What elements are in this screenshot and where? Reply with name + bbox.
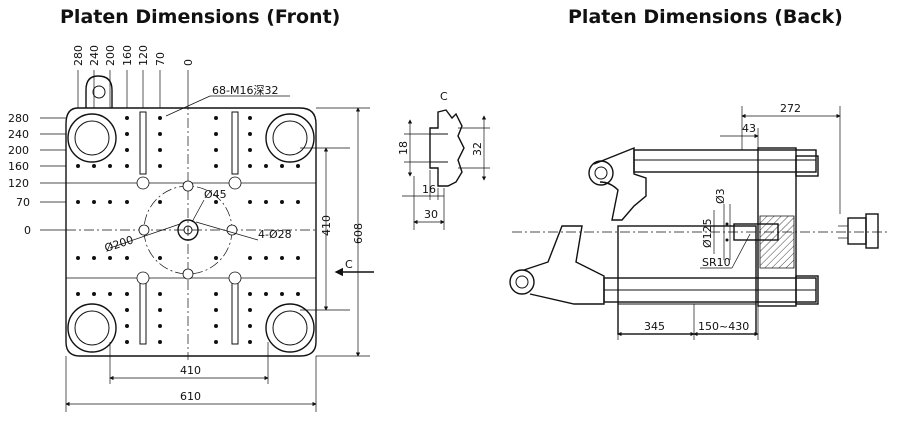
thread-note: 68-M16深32 [212,84,278,97]
front-title: Platen Dimensions (Front) [60,6,341,28]
upper-nut [795,155,819,177]
holes-leader [195,221,259,241]
top-dim-160: 160 [121,45,134,66]
top-dim-240: 240 [88,45,101,66]
thread-note-leader [165,95,211,117]
platen-lug [85,75,113,108]
detail-label-30: 30 [424,208,438,221]
back-label-345: 345 [644,320,665,333]
ejector-knob [847,217,867,245]
holes-label: 4-Ø28 [258,228,292,241]
back-platen-hatch [759,215,795,269]
height-outer-label: 608 [352,223,365,244]
platen-outline [65,107,317,357]
detail-label-18: 18 [397,141,410,155]
back-platen [757,147,797,307]
back-label-272: 272 [780,102,801,115]
sr10-leader [731,233,751,269]
back-label-sr10: SR10 [702,256,731,269]
top-dim-200: 200 [104,45,117,66]
left-extension-lines [40,117,66,231]
left-dim-160: 160 [8,160,29,173]
back-label-d3: Ø3 [714,188,727,204]
back-title: Platen Dimensions (Back) [568,6,843,28]
back-view: 272 43 Ø3 Ø125 SR10 345 150~430 [509,102,890,340]
upper-pin [588,160,614,186]
hole-bottom-right [228,271,242,285]
height-inner-label: 410 [320,215,333,236]
top-extension-lines [77,70,189,108]
t-slots [139,111,239,345]
lower-pin [509,269,535,295]
upper-tie-bar [633,149,817,173]
detail-label-32: 32 [471,142,484,156]
pcd-leader [109,223,181,249]
pcd-label: Ø200 [103,233,135,255]
ejector-knob-end [865,213,879,249]
left-dim-70: 70 [16,196,30,209]
center-hole-leader [191,199,205,223]
center-hole-45 [177,219,199,241]
top-dim-280: 280 [72,45,85,66]
hole-120-right [228,176,242,190]
left-dim-200: 200 [8,144,29,157]
top-dim-0: 0 [182,59,195,66]
ejector-rod [733,223,779,241]
upper-link [593,146,647,221]
hole-120-left [136,176,150,190]
back-label-d125: Ø125 [701,218,714,248]
back-label-150-430: 150~430 [698,320,749,333]
detail-label: C [440,90,448,103]
front-view: 280 240 200 160 120 70 0 280 240 200 160… [8,45,374,412]
four-holes-28 [138,180,238,280]
width-outer-label: 610 [180,390,201,403]
width-inner-label: 410 [180,364,201,377]
detail-label-16: 16 [422,183,436,196]
detail-c: C 18 32 16 30 [397,90,490,230]
center-hole-label: Ø45 [204,188,227,201]
threaded-hole-grid [76,116,300,344]
hole-bottom-left [136,271,150,285]
left-dim-120: 120 [8,177,29,190]
top-dim-120: 120 [137,45,150,66]
top-dim-70: 70 [154,52,167,66]
left-dim-0: 0 [24,224,31,237]
lug-hole [92,85,106,99]
tie-bar-bores [67,113,315,353]
left-dim-240: 240 [8,128,29,141]
lower-link [523,225,605,305]
detail-profile [429,109,465,187]
crosshead-body [617,225,757,335]
left-dim-280: 280 [8,112,29,125]
back-label-43: 43 [742,122,756,135]
lower-nut [795,275,819,305]
section-mark: C [345,258,353,271]
